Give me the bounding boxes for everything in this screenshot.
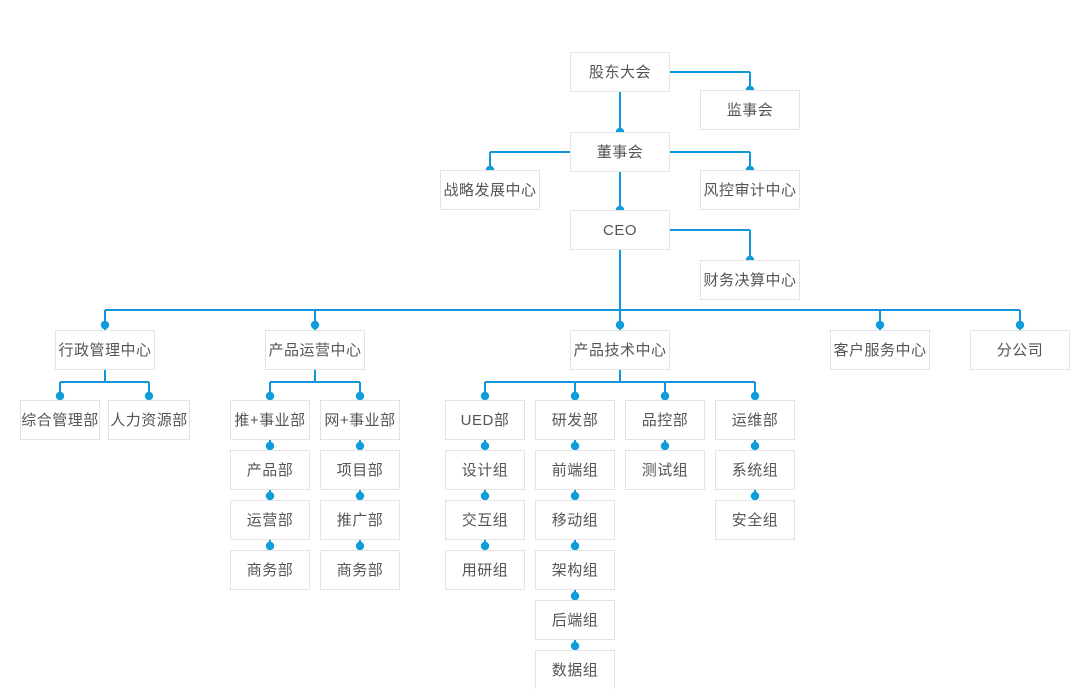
org-node-n8[interactable]: 行政管理中心 — [55, 330, 155, 370]
connector-dot-icon — [750, 391, 760, 401]
org-node-n18[interactable]: 项目部 — [320, 450, 400, 490]
connector-dot-icon — [875, 320, 885, 330]
org-node-n19[interactable]: 运营部 — [230, 500, 310, 540]
connector-dot-icon — [265, 491, 275, 501]
connector-dot-icon — [570, 441, 580, 451]
connector-dot-icon — [480, 391, 490, 401]
org-node-n1[interactable]: 股东大会 — [570, 52, 670, 92]
org-node-n23[interactable]: UED部 — [445, 400, 525, 440]
org-node-n12[interactable]: 分公司 — [970, 330, 1070, 370]
connector-dot-icon — [570, 391, 580, 401]
connector-dot-icon — [355, 391, 365, 401]
org-node-n16[interactable]: 网+事业部 — [320, 400, 400, 440]
org-node-n28[interactable]: 前端组 — [535, 450, 615, 490]
connector-dot-icon — [750, 441, 760, 451]
org-node-n2[interactable]: 监事会 — [700, 90, 800, 130]
connector-dot-icon — [480, 491, 490, 501]
org-node-n9[interactable]: 产品运营中心 — [265, 330, 365, 370]
org-node-n6[interactable]: CEO — [570, 210, 670, 250]
connector-dot-icon — [310, 320, 320, 330]
connector-dot-icon — [265, 541, 275, 551]
connector-dot-icon — [100, 320, 110, 330]
connector-dot-icon — [55, 391, 65, 401]
connector-dot-icon — [660, 441, 670, 451]
org-node-n5[interactable]: 风控审计中心 — [700, 170, 800, 210]
connector-dot-icon — [615, 320, 625, 330]
org-node-n30[interactable]: 系统组 — [715, 450, 795, 490]
org-node-n15[interactable]: 推+事业部 — [230, 400, 310, 440]
connector-dot-icon — [570, 541, 580, 551]
org-node-n10[interactable]: 产品技术中心 — [570, 330, 670, 370]
connector-dot-icon — [265, 441, 275, 451]
org-node-n31[interactable]: 交互组 — [445, 500, 525, 540]
org-node-n22[interactable]: 商务部 — [320, 550, 400, 590]
org-node-n21[interactable]: 商务部 — [230, 550, 310, 590]
connector-dot-icon — [144, 391, 154, 401]
connector-dot-icon — [570, 591, 580, 601]
connector-dot-icon — [570, 491, 580, 501]
org-node-n36[interactable]: 后端组 — [535, 600, 615, 640]
org-node-n3[interactable]: 董事会 — [570, 132, 670, 172]
org-node-n4[interactable]: 战略发展中心 — [440, 170, 540, 210]
org-node-n34[interactable]: 用研组 — [445, 550, 525, 590]
org-node-n14[interactable]: 人力资源部 — [108, 400, 190, 440]
connector-dot-icon — [355, 491, 365, 501]
org-node-n37[interactable]: 数据组 — [535, 650, 615, 689]
connector-dot-icon — [265, 391, 275, 401]
connector-dot-icon — [1015, 320, 1025, 330]
connector-dot-icon — [660, 391, 670, 401]
connector-dot-icon — [480, 441, 490, 451]
org-node-n33[interactable]: 安全组 — [715, 500, 795, 540]
connector-dot-icon — [750, 491, 760, 501]
org-node-n20[interactable]: 推广部 — [320, 500, 400, 540]
org-node-n35[interactable]: 架构组 — [535, 550, 615, 590]
org-node-n32[interactable]: 移动组 — [535, 500, 615, 540]
org-node-n24[interactable]: 研发部 — [535, 400, 615, 440]
connector-dot-icon — [480, 541, 490, 551]
org-node-n13[interactable]: 综合管理部 — [20, 400, 100, 440]
org-node-n17[interactable]: 产品部 — [230, 450, 310, 490]
org-node-n7[interactable]: 财务决算中心 — [700, 260, 800, 300]
org-node-n26[interactable]: 运维部 — [715, 400, 795, 440]
connector-dot-icon — [570, 641, 580, 651]
org-node-n27[interactable]: 设计组 — [445, 450, 525, 490]
org-node-n25[interactable]: 品控部 — [625, 400, 705, 440]
org-node-n11[interactable]: 客户服务中心 — [830, 330, 930, 370]
connector-dot-icon — [355, 441, 365, 451]
connector-dot-icon — [355, 541, 365, 551]
org-node-n29[interactable]: 测试组 — [625, 450, 705, 490]
